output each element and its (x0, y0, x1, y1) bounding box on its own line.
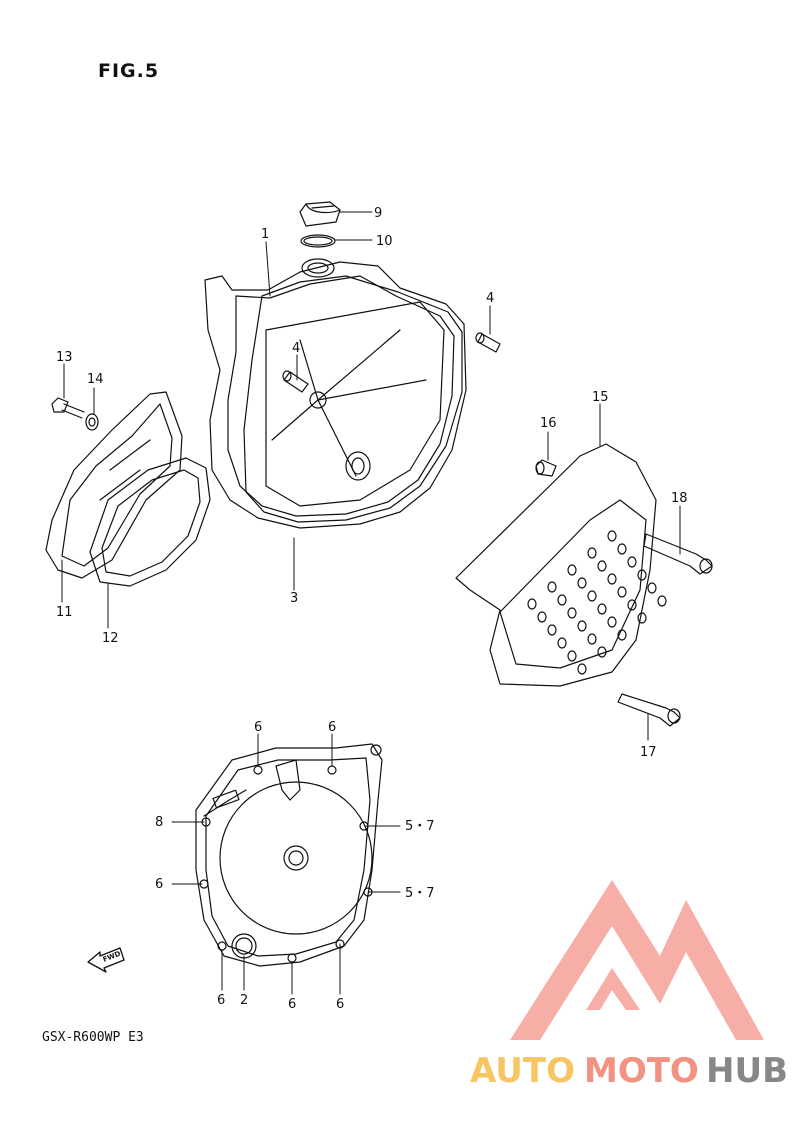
guard-hole (577, 620, 587, 632)
callout-17: 17 (640, 745, 657, 760)
callout-2: 2 (240, 993, 248, 1008)
watermark-text: AUTO MOTO HUB (470, 1051, 788, 1091)
clutch-cover (204, 258, 467, 529)
callout-12: 12 (102, 631, 119, 646)
guard-hole (597, 646, 607, 658)
guard-hole (607, 530, 617, 542)
model-code: GSX-R600WP E3 (42, 1030, 144, 1045)
clutch-cover-guard (455, 443, 657, 687)
callout-15: 15 (592, 390, 609, 405)
bolt-hole (253, 765, 263, 775)
callout-5-7: 5・7 (405, 819, 435, 834)
guard-hole (587, 547, 597, 559)
guard-hole (617, 586, 627, 598)
magneto-cover (195, 743, 383, 967)
figure-title: FIG.5 (98, 60, 160, 82)
bolt-hole (217, 941, 227, 951)
guard-hole (617, 543, 627, 555)
callout-1: 1 (261, 227, 269, 242)
guard-hole (537, 611, 547, 623)
dowel-pin (475, 332, 501, 353)
clutch-cover-gasket (243, 275, 463, 523)
callout-8: 8 (155, 815, 163, 830)
guard-hole (627, 599, 637, 611)
guard-hole (637, 612, 647, 624)
bolt (617, 693, 681, 727)
collar (535, 459, 557, 477)
guard-holes (527, 530, 667, 675)
guard-hole (587, 633, 597, 645)
o-ring (300, 234, 336, 248)
bolt-hole (287, 953, 297, 963)
guard-hole (637, 569, 647, 581)
guard-hole (607, 573, 617, 585)
callout-3: 3 (290, 591, 298, 606)
callout-9: 9 (374, 206, 382, 221)
watermark-auto: AUTO (470, 1051, 575, 1091)
bolt (51, 397, 85, 419)
guard-hole (567, 607, 577, 619)
callout-4: 4 (292, 341, 300, 356)
pulser-cover-gasket (89, 457, 211, 587)
callout-6: 6 (288, 997, 296, 1012)
guard-hole (597, 560, 607, 572)
guard-hole (647, 582, 657, 594)
callout-6: 6 (336, 997, 344, 1012)
guard-hole (547, 624, 557, 636)
guard-hole (627, 556, 637, 568)
watermark-moto: MOTO (584, 1051, 699, 1091)
callout-6: 6 (217, 993, 225, 1008)
guard-hole (607, 616, 617, 628)
callout-5-7: 5・7 (405, 886, 435, 901)
callout-6: 6 (155, 877, 163, 892)
callout-6: 6 (328, 720, 336, 735)
guard-hole (547, 581, 557, 593)
guard-hole (567, 564, 577, 576)
guard-hole (597, 603, 607, 615)
guard-hole (567, 650, 577, 662)
bolt (643, 533, 713, 575)
callout-13: 13 (56, 350, 73, 365)
guard-hole (557, 594, 567, 606)
callout-10: 10 (376, 234, 393, 249)
guard-hole (587, 590, 597, 602)
bolt-hole (327, 765, 337, 775)
guard-hole (527, 598, 537, 610)
oil-filler-cap (299, 201, 341, 227)
washer (85, 413, 99, 431)
callout-6: 6 (254, 720, 262, 735)
callout-18: 18 (671, 491, 688, 506)
guard-hole (657, 595, 667, 607)
dowel-pin (282, 370, 309, 393)
guard-hole (557, 637, 567, 649)
callout-14: 14 (87, 372, 104, 387)
guard-hole (617, 629, 627, 641)
pulser-cover (45, 391, 183, 579)
forward-arrow-icon (87, 947, 125, 973)
watermark-hub: HUB (706, 1051, 788, 1091)
callout-16: 16 (540, 416, 557, 431)
guard-hole (577, 663, 587, 675)
callout-11: 11 (56, 605, 73, 620)
guard-hole (577, 577, 587, 589)
callout-4: 4 (486, 291, 494, 306)
watermark-logo (510, 880, 764, 1040)
